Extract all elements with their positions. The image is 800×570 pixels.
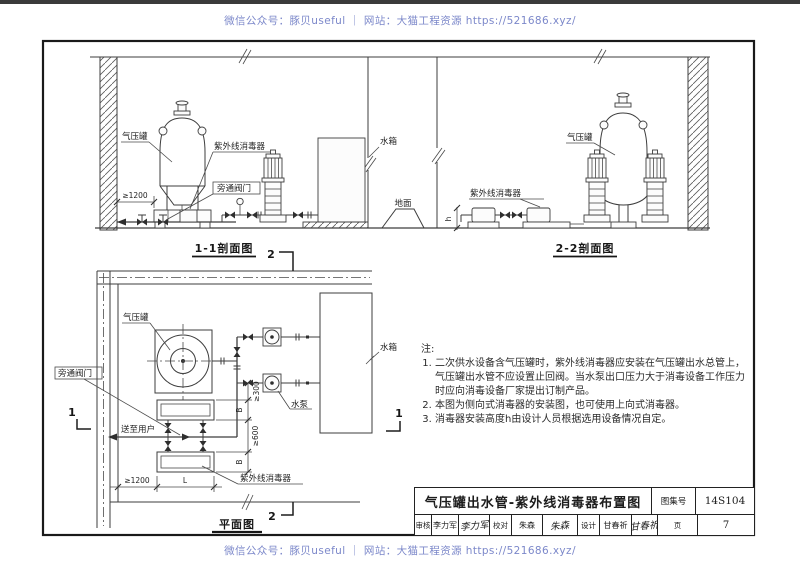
notes-heading: 注: [421, 344, 435, 355]
section-1-1-drawing: 气压罐 紫外线消毒器 旁通阀门 ≥1200 1-1剖面图 [113, 100, 369, 258]
plan-view-drawing: 气压罐 紫外线消毒器 [54, 248, 403, 534]
uv-disinfector-2-2 [460, 207, 584, 229]
drawing-title: 气压罐出水管-紫外线消毒器布置图 [415, 488, 652, 514]
sheet-frame [41, 39, 756, 537]
ground-label: 地面 [394, 198, 412, 209]
proofread-signature: 朱森 [543, 515, 578, 535]
title-block-row-2: 审核 李力军 李力军 校对 朱森 朱森 设计 甘春祈 甘春祈 页 7 [415, 515, 754, 535]
pump-label-plan: 水泵 [291, 399, 309, 410]
dim-chain-vertical: ≥300 B ≥600 B [216, 379, 261, 476]
outlet-piping-1-1 [117, 197, 262, 226]
watermark-top: 微信公众号：豚贝useful ｜ 网站：大猫工程资源 https://52168… [224, 15, 576, 27]
svg-text:≥1200: ≥1200 [122, 191, 148, 200]
title-block: 气压罐出水管-紫外线消毒器布置图 图集号 14S104 审核 李力军 李力军 校… [414, 487, 755, 536]
design-signature: 甘春祈 [632, 515, 658, 535]
svg-text:≥1200: ≥1200 [124, 476, 150, 485]
dim-chain-bottom: ≥1200 L [110, 476, 222, 492]
page-number: 7 [722, 519, 730, 531]
section-2-2-drawing: 气压罐 紫外线消毒器 h 2-2剖面图 [444, 92, 669, 258]
svg-text:B: B [235, 459, 244, 464]
bypass-valve-label-plan: 旁通阀门 [58, 368, 92, 379]
title-block-row-1: 气压罐出水管-紫外线消毒器布置图 图集号 14S104 [415, 488, 754, 515]
water-tank-plan [319, 292, 373, 434]
design-label: 设计 [578, 515, 600, 535]
svg-text:≥600: ≥600 [251, 425, 260, 446]
review-label: 审核 [415, 515, 432, 535]
section-markers: 2 2 1 1 [68, 248, 403, 523]
tank-label-plan: 气压罐 [123, 312, 149, 323]
section-2-2-title: 2-2剖面图 [556, 241, 615, 255]
review-signature: 李力军 [459, 515, 490, 535]
svg-text:2: 2 [267, 248, 275, 261]
uv-label-plan: 紫外线消毒器 [240, 473, 292, 484]
note-item: 本图为侧向式消毒器的安装图，也可使用上向式消毒器。 [435, 399, 752, 413]
svg-text:h: h [444, 216, 453, 221]
water-tank-label-plan: 水箱 [380, 342, 398, 353]
uv-label-2-2: 紫外线消毒器 [470, 188, 522, 199]
tank-label-1-1: 气压罐 [122, 131, 148, 142]
page-label: 页 [658, 515, 698, 535]
to-user-label: 送至用户 [121, 424, 155, 435]
review-name: 李力军 [432, 515, 459, 535]
design-name: 甘春祈 [600, 515, 632, 535]
room-structure: 地面 水箱 [90, 48, 710, 231]
svg-text:1: 1 [68, 406, 76, 419]
notes-block: 注: 二次供水设备含气压罐时，紫外线消毒器应安装在气压罐出水总管上，气压罐出水管… [421, 343, 752, 427]
uv-disinfector-1-1 [179, 209, 198, 223]
atlas-number-label: 图集号 [652, 488, 696, 514]
plan-view-title: 平面图 [219, 518, 255, 531]
svg-text:2: 2 [268, 510, 276, 523]
dim-h-2-2: h [444, 204, 461, 232]
proofread-label: 校对 [490, 515, 512, 535]
watermark-bottom: 微信公众号：豚贝useful ｜ 网站：大猫工程资源 https://52168… [224, 545, 576, 557]
water-tank-label-mid: 水箱 [380, 136, 398, 147]
atlas-number: 14S104 [704, 495, 746, 507]
note-item: 消毒器安装高度h由设计人员根据选用设备情况自定。 [435, 413, 752, 427]
pressure-gauge-icon [236, 197, 244, 206]
section-1-1-title: 1-1剖面图 [195, 241, 254, 255]
proofread-name: 朱森 [512, 515, 543, 535]
notes-list: 二次供水设备含气压罐时，紫外线消毒器应安装在气压罐出水总管上，气压罐出水管不应设… [421, 357, 752, 427]
note-item: 二次供水设备含气压罐时，紫外线消毒器应安装在气压罐出水总管上，气压罐出水管不应设… [435, 357, 752, 399]
pump-outlet-pipe-1-1 [286, 211, 318, 219]
uv-label-1-1: 紫外线消毒器 [214, 141, 266, 152]
uv-disinfectors-plan [156, 399, 215, 473]
svg-text:B: B [235, 407, 244, 412]
dim-1200-1-1: ≥1200 [113, 191, 158, 208]
top-edge-bar [0, 0, 800, 4]
tank-label-2-2: 气压罐 [567, 132, 593, 143]
svg-text:L: L [183, 476, 188, 485]
bypass-valve-label-1-1: 旁通阀门 [217, 183, 251, 194]
water-tank-1-1 [317, 137, 366, 223]
pumps-plan [262, 327, 320, 393]
svg-text:≥300: ≥300 [252, 381, 261, 402]
svg-text:1: 1 [395, 407, 403, 420]
